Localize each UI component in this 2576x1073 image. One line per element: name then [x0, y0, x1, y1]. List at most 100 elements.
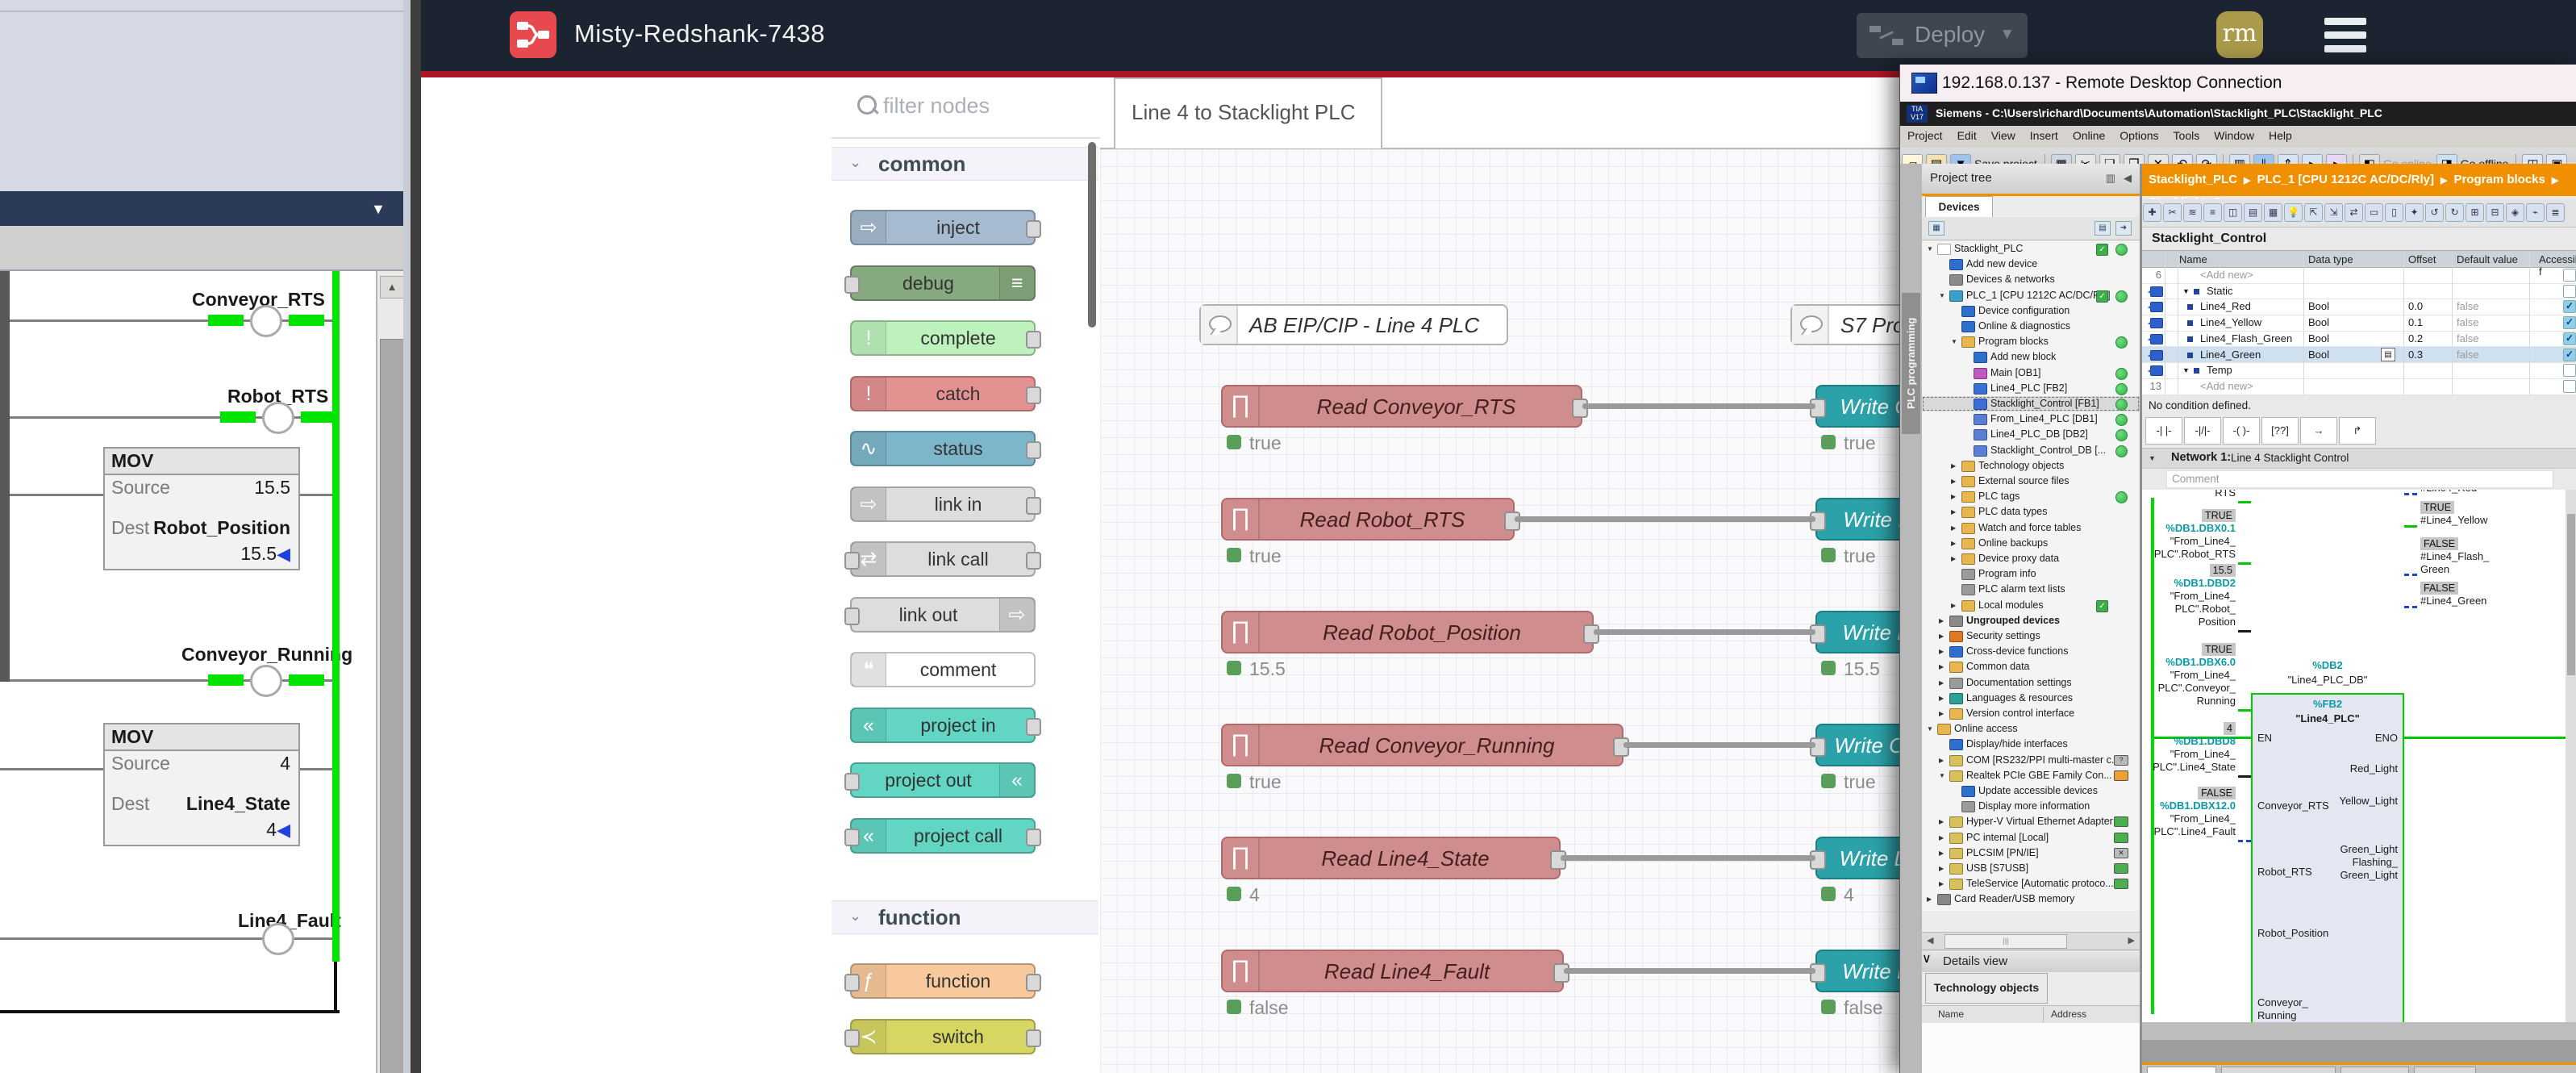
- menu-online[interactable]: Online: [2072, 129, 2106, 142]
- split-view-icon[interactable]: ▥: [2105, 172, 2115, 184]
- menu-view[interactable]: View: [1990, 129, 2015, 142]
- node-port[interactable]: [1026, 717, 1041, 736]
- editor-toolbar-icon[interactable]: ⊞: [2466, 203, 2484, 222]
- column-header[interactable]: Data type: [2308, 253, 2353, 265]
- cell-datatype[interactable]: Bool: [2308, 348, 2330, 361]
- output-operand[interactable]: TRUE#Line4_Yellow: [2420, 501, 2525, 527]
- lad-instruction-button[interactable]: -| |-: [2145, 417, 2182, 445]
- tree-item[interactable]: ▶COM [RS232/PPI multi-master c...?: [1922, 753, 2140, 768]
- flow-tab[interactable]: Line 4 to Stacklight PLC: [1114, 77, 1382, 148]
- scrollbar-thumb[interactable]: |||: [1945, 934, 2067, 949]
- menu-options[interactable]: Options: [2120, 129, 2159, 142]
- tab-plc-programming[interactable]: PLC programming: [1902, 293, 1920, 434]
- node-port[interactable]: [1026, 974, 1041, 992]
- tree-item[interactable]: ▶Technology objects: [1922, 458, 2140, 474]
- tree-collapse-icon[interactable]: ▶: [1939, 849, 1945, 857]
- node-port[interactable]: [1026, 1029, 1041, 1047]
- tree-item[interactable]: ▶External source files: [1922, 474, 2140, 489]
- editor-toolbar-icon[interactable]: ◫: [2224, 203, 2242, 222]
- tia-titlebar[interactable]: TIA V17 Siemens - C:\Users\richard\Docum…: [1900, 102, 2576, 126]
- lad-instruction-button[interactable]: -( )-: [2223, 417, 2260, 445]
- tree-filter-icon[interactable]: ▦: [1928, 221, 1945, 236]
- tree-item[interactable]: Device configuration: [1922, 303, 2140, 319]
- palette-node[interactable]: ⇨link out: [844, 596, 1036, 633]
- editor-toolbar-icon[interactable]: ▤: [2244, 203, 2262, 222]
- palette-category[interactable]: ⌄function: [832, 900, 1098, 934]
- tree-item[interactable]: Display/hide interfaces: [1922, 737, 2140, 752]
- accessible-checkbox[interactable]: [2563, 379, 2576, 393]
- tree-item[interactable]: ▶PLC data types: [1922, 504, 2140, 520]
- diagram-view-icon[interactable]: ▤: [2095, 221, 2111, 236]
- tree-item[interactable]: Display more information: [1922, 799, 2140, 814]
- editor-toolbar-icon[interactable]: ▯: [2385, 203, 2403, 222]
- palette-node[interactable]: ∿status: [850, 431, 1041, 466]
- palette-scrollbar[interactable]: [1088, 142, 1096, 328]
- tab-technology-objects[interactable]: Technology objects: [1925, 973, 2048, 1004]
- flow-node-read[interactable]: ∏Read Conveyor_RTS: [1221, 385, 1588, 428]
- network-comment[interactable]: Comment: [2166, 470, 2553, 488]
- tree-item[interactable]: ▼Program blocks: [1922, 334, 2140, 349]
- node-port[interactable]: [844, 974, 860, 992]
- tree-collapse-icon[interactable]: ▶: [1951, 493, 1957, 501]
- network-header[interactable]: ▼ Network 1: Line 4 Stacklight Control: [2142, 448, 2576, 469]
- tree-collapse-icon[interactable]: ▶: [1939, 694, 1945, 702]
- tree-item[interactable]: Main [OB1]: [1922, 365, 2140, 381]
- flow-node-read[interactable]: ∏Read Robot_Position: [1221, 611, 1599, 653]
- scroll-right-icon[interactable]: ▶: [2128, 936, 2135, 946]
- tree-item[interactable]: Program info: [1922, 566, 2140, 582]
- menu-project[interactable]: Project: [1907, 129, 1943, 142]
- tree-collapse-icon[interactable]: ▶: [1927, 896, 1932, 904]
- tree-item[interactable]: ▶Ungrouped devices: [1922, 613, 2140, 628]
- tree-collapse-icon[interactable]: ▶: [1951, 555, 1957, 562]
- accessible-checkbox[interactable]: [2563, 284, 2576, 298]
- tree-item[interactable]: ▶Watch and force tables: [1922, 520, 2140, 536]
- tree-collapse-icon[interactable]: ▶: [1951, 539, 1957, 547]
- scroll-up-button[interactable]: ▲: [380, 276, 404, 299]
- tree-item[interactable]: ▶Device proxy data: [1922, 551, 2140, 566]
- flow-node-read[interactable]: ∏Read Robot_RTS: [1221, 498, 1520, 541]
- editor-toolbar-icon[interactable]: ▭: [2365, 203, 2383, 222]
- tree-item[interactable]: ▼Online access: [1922, 721, 2140, 737]
- chevron-down-icon[interactable]: ▼: [371, 201, 386, 217]
- main-menu-icon[interactable]: [2324, 18, 2366, 53]
- tree-item[interactable]: Add new device: [1922, 257, 2140, 272]
- palette-node[interactable]: «project in: [850, 707, 1041, 743]
- editor-toolbar-icon[interactable]: ✚: [2143, 203, 2161, 222]
- cell-default[interactable]: false: [2457, 300, 2479, 313]
- cell-offset[interactable]: 0.1: [2408, 316, 2424, 329]
- tree-item[interactable]: ▶Documentation settings: [1922, 675, 2140, 691]
- breadcrumb-item[interactable]: PLC_1 [CPU 1212C AC/DC/Rly]: [2257, 173, 2435, 186]
- palette-node[interactable]: ≺switch: [844, 1018, 1041, 1054]
- node-port[interactable]: [844, 1029, 860, 1047]
- node-port[interactable]: [844, 275, 860, 294]
- tree-item[interactable]: ▶TeleService [Automatic protoco...: [1922, 876, 2140, 891]
- tree-item[interactable]: ▶Card Reader/USB memory: [1922, 891, 2140, 907]
- tree-item[interactable]: ▶PC internal [Local]: [1922, 830, 2140, 845]
- palette-node[interactable]: «project out: [844, 762, 1036, 798]
- palette-node[interactable]: «project call: [844, 817, 1041, 854]
- breadcrumb-item[interactable]: Program blocks: [2453, 173, 2545, 186]
- tree-item[interactable]: ▶Local modules✓: [1922, 598, 2140, 613]
- tree-expand-icon[interactable]: ▼: [1927, 725, 1933, 733]
- tree-item[interactable]: ▶Hyper-V Virtual Ethernet Adapter: [1922, 814, 2140, 829]
- editor-toolbar-icon[interactable]: ✦: [2405, 203, 2424, 222]
- tree-item[interactable]: Stacklight_Control_DB [...: [1922, 443, 2140, 458]
- editor-toolbar-icon[interactable]: ↺: [2425, 203, 2444, 222]
- tree-item[interactable]: Line4_PLC_DB [DB2]: [1922, 427, 2140, 442]
- cell-default[interactable]: false: [2457, 316, 2479, 329]
- tab-general[interactable]: General: [2147, 1067, 2217, 1073]
- tree-item[interactable]: Line4_PLC [FB2]: [1922, 381, 2140, 396]
- tree-expand-icon[interactable]: ▼: [1939, 291, 1945, 299]
- output-operand[interactable]: FALSE#Line4_Red: [2420, 490, 2525, 495]
- tree-horizontal-scrollbar[interactable]: ◀ ▶ |||: [1922, 932, 2140, 950]
- details-view-header[interactable]: ∨ Details view: [1922, 950, 2140, 972]
- accessible-checkbox[interactable]: [2563, 364, 2576, 378]
- input-operand[interactable]: FALSE%DB1.DBX12.0"From_Line4_ PLC".Line4…: [2142, 787, 2236, 838]
- breadcrumb[interactable]: Stacklight_PLC▶PLC_1 [CPU 1212C AC/DC/Rl…: [2142, 164, 2576, 209]
- tree-collapse-icon[interactable]: ▶: [1951, 601, 1957, 609]
- palette-category[interactable]: ⌄common: [832, 147, 1098, 181]
- tree-collapse-icon[interactable]: ▶: [1939, 663, 1945, 671]
